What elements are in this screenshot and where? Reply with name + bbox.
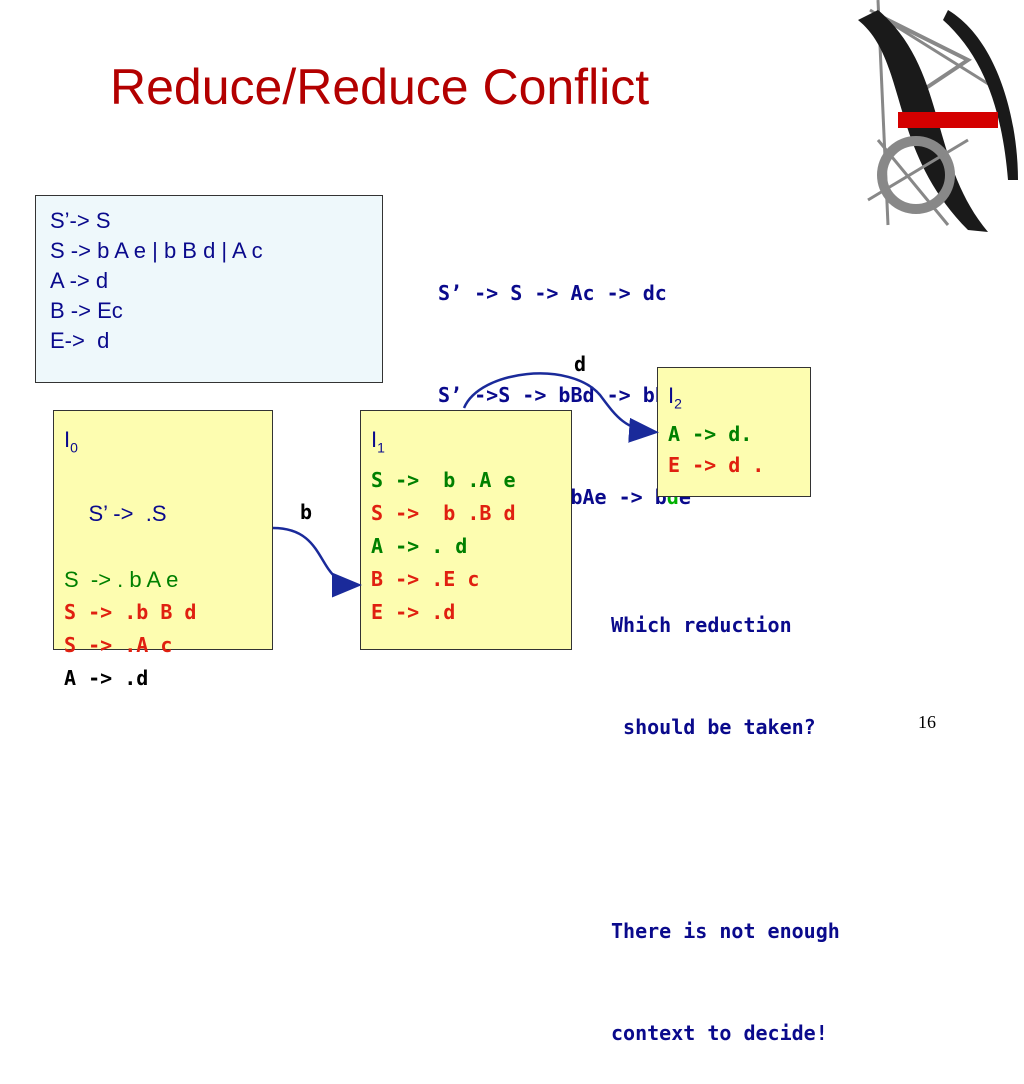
lr-item: S -> b .B d <box>371 501 516 526</box>
lr-item: E -> .d <box>371 600 456 625</box>
lr-item: A -> . d <box>371 534 468 559</box>
derivation-line: S’ -> S -> Ac -> dc <box>438 276 787 310</box>
state-label: I2 <box>668 383 682 412</box>
question-line: There is not enough <box>611 919 840 943</box>
state-i2: I2 A -> d. E -> d . <box>657 367 811 497</box>
question-line: Which reduction <box>611 613 792 637</box>
grammar-rule: B -> Ec <box>50 298 123 323</box>
page-number: 16 <box>918 712 936 732</box>
lr-item: S -> . b A e <box>64 567 179 593</box>
course-logo-icon <box>858 0 1018 232</box>
lr-item: A -> d. <box>668 422 753 447</box>
lr-item: E -> d . <box>668 453 765 478</box>
lr-item: S -> .A c <box>64 633 173 658</box>
grammar-rule: A -> d <box>50 268 109 293</box>
slide-title: Reduce/Reduce Conflict <box>110 59 650 115</box>
lr-item: S -> .b B d <box>64 600 197 625</box>
state-i1: I1 S -> b .A e S -> b .B d A -> . d B ->… <box>360 410 572 650</box>
edge-label-b: b <box>300 500 313 524</box>
grammar-rule: S’-> S <box>50 208 111 233</box>
grammar-rule: S -> b A e | b B d | A c <box>50 238 263 263</box>
lr-item-text: S’ -> .S <box>88 501 167 527</box>
question-text: Which reduction should be taken? There i… <box>611 540 840 1084</box>
question-line: should be taken? <box>611 715 816 739</box>
state-label: I1 <box>371 427 385 456</box>
question-line: context to decide! <box>611 1021 828 1045</box>
lr-item: S -> b .A e <box>371 468 516 493</box>
transition-arrow-b <box>272 526 362 598</box>
lr-item: A -> .d <box>64 666 149 691</box>
derivation-text: S’ -> S -> Ac -> dc <box>438 281 667 305</box>
lr-item: B -> .E c <box>371 567 480 592</box>
grammar-box: S’-> S S -> b A e | b B d | A c A -> d B… <box>35 195 383 383</box>
state-i0: I0 S’ -> .S S -> . b A e S -> .b B d S -… <box>53 410 273 690</box>
edge-label-d: d <box>574 352 587 376</box>
state-label: I0 <box>64 427 78 456</box>
grammar-rule: E-> d <box>50 328 110 353</box>
lr-item: S’ -> .S <box>64 464 262 563</box>
